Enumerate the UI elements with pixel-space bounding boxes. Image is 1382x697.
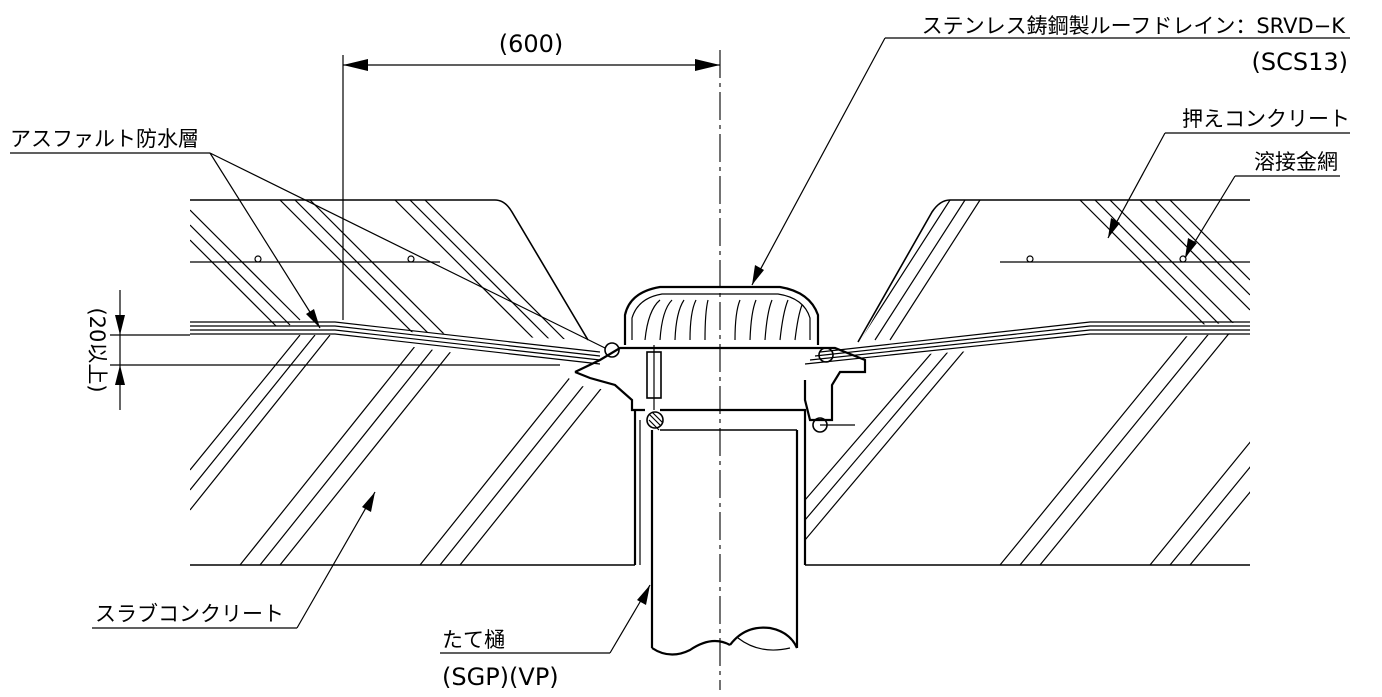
pipe-material-label: (SGP)(VP)	[442, 663, 559, 691]
leader-drain	[751, 37, 1350, 286]
asphalt-waterproof-layers	[190, 321, 1250, 365]
dimension-width-label: (600)	[499, 30, 564, 58]
pipe-name-label: たて樋	[442, 628, 505, 652]
dimension-depth-label: (20以上)	[85, 307, 109, 392]
slab-concrete-hatch-left	[190, 335, 635, 565]
cover-concrete-label: 押えコンクリート	[1182, 107, 1350, 131]
cover-concrete-outline	[190, 199, 1250, 343]
dimension-depth	[110, 290, 560, 410]
drain-material-label: (SCS13)	[1252, 48, 1349, 76]
asphalt-layer-label: アスファルト防水層	[10, 127, 199, 151]
welded-mesh-label: 溶接金網	[1254, 150, 1338, 174]
cover-concrete-hatch-right	[860, 200, 1250, 341]
leader-cover-concrete	[1107, 132, 1350, 239]
leader-slab-concrete	[92, 491, 376, 629]
slab-concrete-label: スラブコンクリート	[95, 602, 284, 626]
drain-name-label: ステンレス鋳鋼製ルーフドレイン：SRVD−K	[922, 14, 1347, 38]
leader-welded-mesh	[1184, 175, 1340, 259]
cover-concrete-hatch-left	[190, 200, 566, 340]
roof-drain-body	[574, 285, 867, 656]
leader-asphalt	[10, 152, 606, 349]
dimension-600	[342, 55, 720, 320]
leader-pipe	[440, 584, 651, 654]
slab-concrete-hatch-right	[805, 332, 1250, 565]
